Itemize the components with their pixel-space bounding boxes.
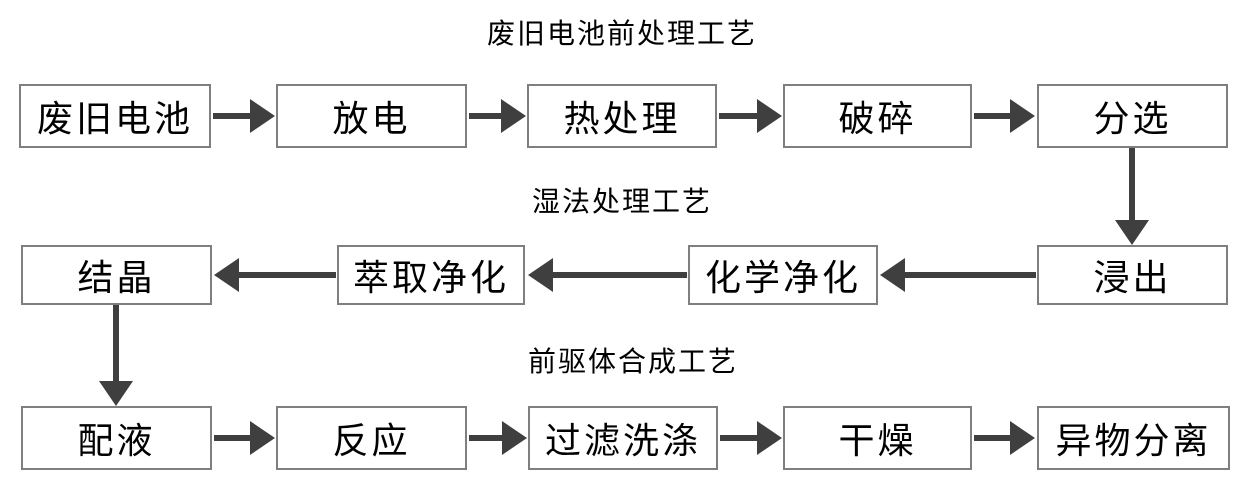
node-extraction-purification: 萃取净化: [337, 245, 525, 305]
node-crystallization: 结晶: [21, 245, 212, 305]
section-title-wet-process: 湿法处理工艺: [531, 187, 712, 218]
node-heat-treatment: 热处理: [527, 84, 717, 148]
section-title-precursor-synthesis: 前驱体合成工艺: [527, 347, 738, 378]
node-foreign-matter-separation: 异物分离: [1037, 406, 1230, 470]
node-solution-preparation: 配液: [21, 406, 212, 470]
node-drying: 干燥: [783, 406, 972, 470]
node-sorting: 分选: [1037, 84, 1228, 148]
node-crushing: 破碎: [783, 84, 972, 148]
node-chemical-purification: 化学净化: [688, 245, 878, 305]
node-reaction: 反应: [276, 406, 467, 470]
section-title-pretreatment: 废旧电池前处理工艺: [486, 19, 757, 50]
node-leaching: 浸出: [1037, 245, 1228, 305]
node-filter-washing: 过滤洗涤: [528, 406, 718, 470]
node-discharge: 放电: [276, 84, 467, 148]
node-waste-battery: 废旧电池: [19, 84, 211, 148]
